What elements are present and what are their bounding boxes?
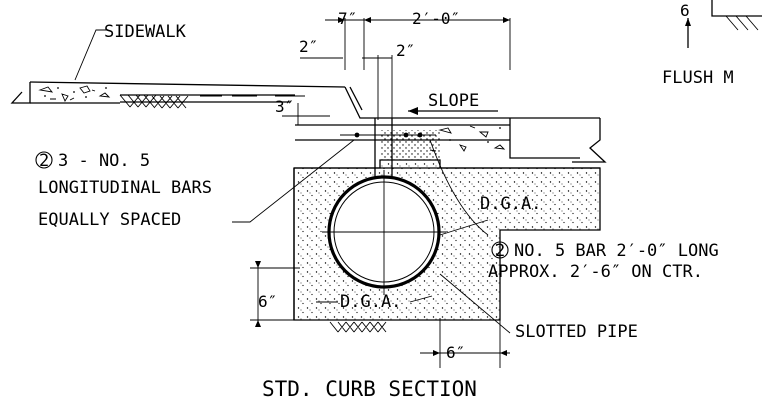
label-bar-2: APPROX. 2′-6″ ON CTR. <box>488 262 703 282</box>
dim-6in-bottom: 6″ <box>446 343 465 362</box>
slotted-pipe <box>322 118 446 294</box>
dimension-lines <box>250 0 762 368</box>
leader-lines <box>74 29 511 334</box>
label-sidewalk: SIDEWALK <box>104 22 187 42</box>
label-slotted-pipe: SLOTTED PIPE <box>515 322 638 342</box>
label-dga-lower: D.G.A. <box>340 292 401 312</box>
dim-6in-left: 6″ <box>258 292 277 311</box>
callout-circle-bar <box>491 241 509 259</box>
earth-hatch-bottom <box>329 321 387 333</box>
rebar-marks <box>340 132 436 138</box>
label-flush: FLUSH M <box>662 68 734 88</box>
sidewalk-slab <box>10 81 346 104</box>
callout-number-bar: 2 <box>495 241 505 261</box>
label-long-bars-1: 3 - NO. 5 <box>58 151 150 171</box>
dim-2in-a: 2″ <box>299 37 318 56</box>
dim-partial: 6 <box>680 1 690 20</box>
earth-hatch <box>119 94 305 109</box>
dim-2in-b: 2″ <box>396 41 415 60</box>
callout-circle-bars <box>35 151 53 169</box>
label-dga-upper: D.G.A. <box>480 194 541 214</box>
dim-3in: 3″ <box>275 97 294 116</box>
label-long-bars-2: LONGITUDINAL BARS <box>38 178 212 198</box>
label-long-bars-3: EQUALLY SPACED <box>38 210 181 230</box>
label-slope: SLOPE <box>428 91 479 111</box>
callout-number-bars: 2 <box>39 151 49 171</box>
dim-2ft: 2′-0″ <box>412 9 460 28</box>
drawing-title: STD. CURB SECTION <box>262 377 477 401</box>
dim-7in: 7″ <box>338 9 357 28</box>
label-bar-1: NO. 5 BAR 2′-0″ LONG <box>514 241 719 261</box>
